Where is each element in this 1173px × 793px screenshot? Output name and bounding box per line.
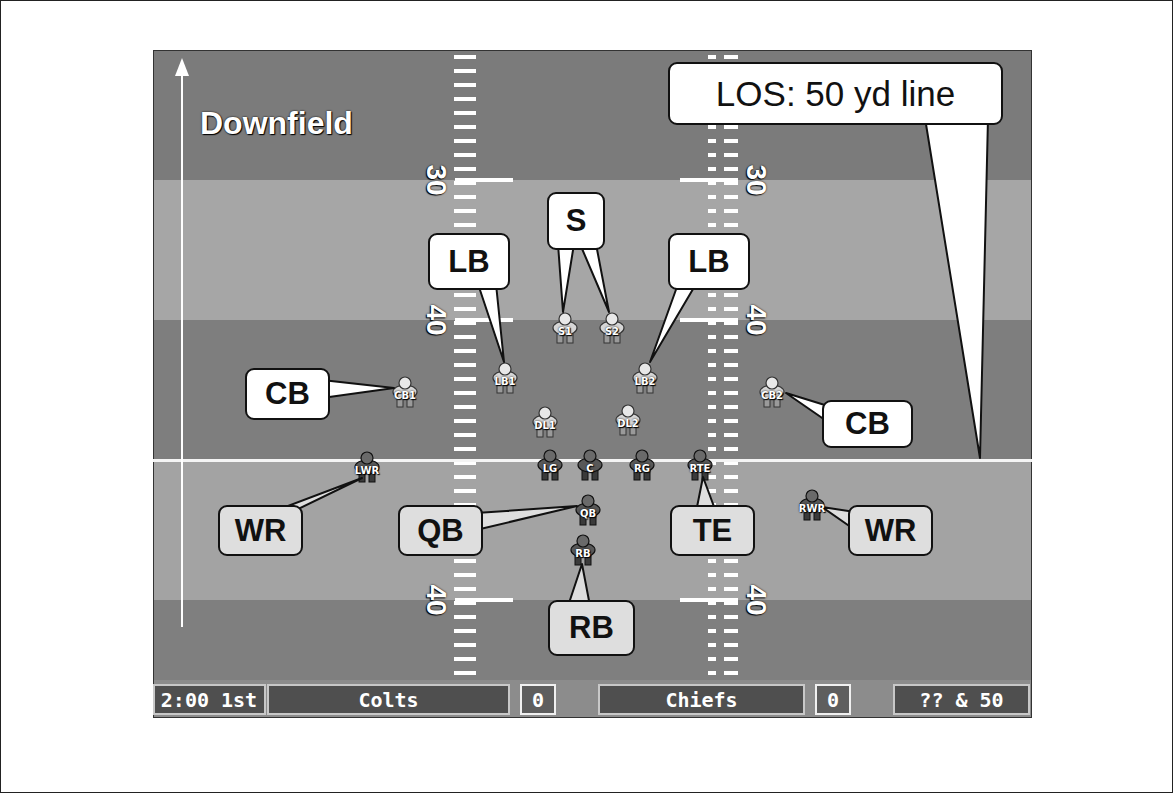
yard-number: 40 bbox=[422, 304, 450, 335]
player-tag: RG bbox=[634, 464, 650, 474]
position-callout: CB bbox=[822, 400, 913, 448]
player-tag: LWR bbox=[355, 466, 379, 476]
player-tag: QB bbox=[580, 509, 596, 519]
player-tag: S2 bbox=[605, 327, 619, 337]
player-tag: LB2 bbox=[635, 377, 656, 387]
clock-box: 2:00 1st bbox=[153, 684, 266, 715]
yard-number: 40 bbox=[742, 584, 770, 615]
player-tag: RTE bbox=[690, 464, 711, 474]
box-text: ?? & 50 bbox=[919, 688, 1003, 712]
box-text: LB bbox=[688, 244, 729, 280]
player-tag: S1 bbox=[558, 327, 572, 337]
box-text: TE bbox=[693, 513, 733, 549]
box-text: 2:00 1st bbox=[161, 688, 257, 712]
box-text: 0 bbox=[532, 688, 544, 712]
los-callout: LOS: 50 yd line bbox=[668, 62, 1003, 125]
player-tag: RWR bbox=[799, 504, 825, 514]
player-tag: DL2 bbox=[617, 419, 639, 429]
player-tag: LB1 bbox=[495, 377, 516, 387]
player-tag: C bbox=[586, 464, 593, 474]
position-callout: LB bbox=[428, 233, 510, 290]
player-tag: CB2 bbox=[761, 391, 783, 401]
box-text: CB bbox=[845, 406, 890, 442]
player-tag: RB bbox=[575, 549, 590, 559]
yard-number: 30 bbox=[422, 164, 450, 195]
direction-label: Downfield bbox=[200, 107, 353, 139]
box-text: Colts bbox=[358, 688, 418, 712]
yard-number: 40 bbox=[422, 584, 450, 615]
yard-number: 30 bbox=[742, 164, 770, 195]
box-text: WR bbox=[235, 513, 287, 549]
player-tag: DL1 bbox=[534, 421, 556, 431]
box-text: WR bbox=[865, 513, 917, 549]
team-box: Chiefs bbox=[598, 684, 805, 715]
position-callout: WR bbox=[218, 505, 303, 556]
box-text: S bbox=[566, 203, 587, 239]
position-callout: LB bbox=[668, 233, 750, 290]
position-callout: CB bbox=[245, 368, 330, 420]
box-text: RB bbox=[569, 610, 614, 646]
box-text: 0 bbox=[827, 688, 839, 712]
player-tag: CB1 bbox=[394, 391, 416, 401]
box-text: Chiefs bbox=[665, 688, 737, 712]
box-text: QB bbox=[417, 513, 464, 549]
position-callout: TE bbox=[670, 505, 755, 556]
down-box: ?? & 50 bbox=[893, 684, 1030, 715]
box-text: LB bbox=[448, 244, 489, 280]
score-box: 0 bbox=[520, 684, 556, 715]
box-text: CB bbox=[265, 376, 310, 412]
position-callout: QB bbox=[398, 505, 483, 556]
yard-number: 40 bbox=[742, 304, 770, 335]
player-tag: LG bbox=[543, 464, 558, 474]
position-callout: RB bbox=[548, 600, 635, 656]
team-box: Colts bbox=[267, 684, 510, 715]
position-callout: S bbox=[547, 192, 605, 250]
position-callout: WR bbox=[848, 505, 933, 556]
score-box: 0 bbox=[815, 684, 851, 715]
box-text: LOS: 50 yd line bbox=[716, 74, 955, 114]
